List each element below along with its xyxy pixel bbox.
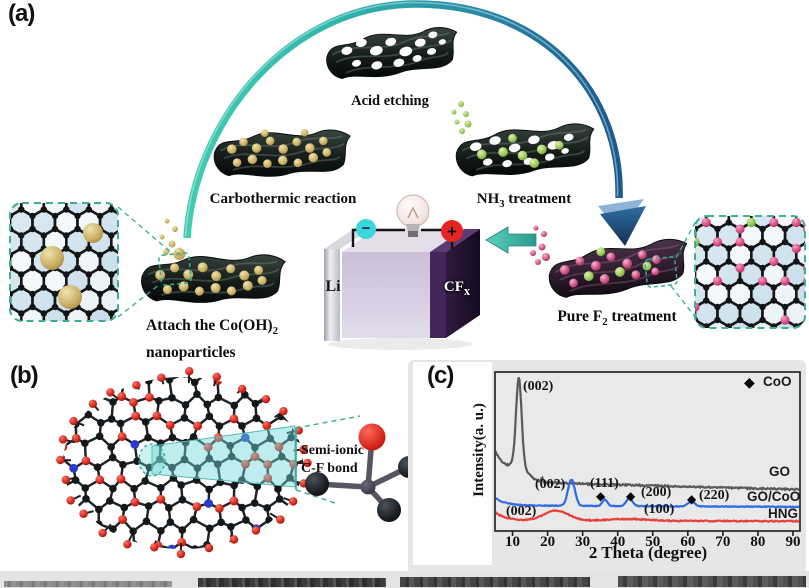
go-002-peak-label: (002): [523, 379, 554, 394]
coo-diamond-220-icon: ◆: [687, 492, 697, 506]
hng-002-peak-label: (002): [506, 504, 537, 519]
nanosheet-carbothermic: [213, 128, 351, 177]
nanosheet-pure-f2: [548, 238, 688, 298]
panel-a-illustration: [9, 0, 806, 350]
step-label-acid-etching: Acid etching: [351, 93, 429, 109]
light-bulb: [396, 194, 430, 237]
inset-right-border: [694, 215, 806, 329]
cropped-image-strip: [198, 578, 386, 587]
cf-bond-tetrahedron: [305, 423, 420, 522]
nanosheet-cooh2: [141, 248, 286, 303]
minus-terminal-sign: −: [361, 220, 371, 237]
x-tick-label: 90: [785, 534, 801, 550]
cathode-label-cfx: CFx: [443, 279, 471, 298]
inset-left-co-particles: [40, 223, 103, 309]
fluorine-atom: [358, 423, 386, 451]
xrd-curve-GO: [496, 377, 799, 492]
panel-c-white-margin: [413, 362, 492, 565]
gocoo-111-peak-label: (111): [590, 476, 619, 491]
x-tick-label: 60: [680, 534, 696, 550]
x-tick-label: 50: [645, 534, 661, 550]
panel-b-illustration: [56, 366, 420, 559]
series-label-gocoo: GO/CoO: [747, 489, 801, 504]
inset-connectors: [117, 206, 697, 319]
x-tick-label: 10: [505, 534, 521, 550]
x-tick-label: 80: [750, 534, 766, 550]
battery-cell: [324, 219, 480, 350]
x-axis-label: 2 Theta (degree): [588, 543, 708, 562]
carbon-center-atom: [360, 479, 376, 495]
legend-coo-diamond-icon: ◆: [744, 375, 755, 391]
arrow-f2-to-battery: [485, 226, 537, 254]
step-label-attach-cooh2: Attach the Co(OH)2 nanoparticles: [146, 317, 278, 362]
step-label-nh3-treatment: NH3 treatment: [476, 191, 572, 210]
coo-diamond-200-icon: ◆: [626, 489, 636, 503]
cropped-image-strip: [618, 576, 806, 587]
nanosheet-acid-etching: [326, 27, 458, 80]
inset-right-lattice: [695, 216, 805, 328]
xrd-curve-HNG: [496, 509, 799, 524]
step-label-pure-f2: Pure F2 treatment: [557, 308, 677, 329]
gocoo-200-peak-label: (200): [641, 485, 672, 500]
plus-terminal-sign: +: [447, 222, 457, 241]
anode-label-li: Li: [325, 278, 341, 295]
x-tick-label: 20: [540, 534, 556, 550]
series-label-go: GO: [769, 464, 791, 479]
zoom-beam: [138, 415, 361, 505]
cropped-image-strip: [4, 581, 172, 587]
inset-left-lattice: [10, 203, 118, 321]
process-arch-arrow: [183, 0, 646, 246]
x-tick-label: 30: [575, 534, 591, 550]
plus-terminal: [441, 220, 463, 242]
panel-c-label: (c): [427, 362, 454, 389]
callout-semi-ionic-line2: C-F bond: [301, 461, 358, 476]
y-axis-label: Intensity(a. u.): [471, 403, 487, 497]
nanosheet-nh3-treatment: [455, 123, 595, 177]
minus-terminal: [356, 219, 376, 239]
cropped-image-strip: [400, 577, 590, 587]
coo-diamond-111-icon: ◆: [596, 489, 606, 503]
hng-100-peak-label: (100): [644, 502, 675, 517]
gocoo-002-peak-label: (002): [535, 477, 566, 492]
series-label-hng: HNG: [768, 506, 798, 521]
xrd-curve-GOCoO: [496, 478, 799, 509]
gocoo-220-peak-label: (220): [699, 488, 730, 503]
inset-left-border: [9, 202, 119, 322]
callout-semi-ionic-line1: Semi-ionic: [301, 443, 364, 458]
x-tick-label: 70: [715, 534, 731, 550]
legend-coo-label: CoO: [763, 374, 792, 389]
x-tick-label: 40: [610, 534, 626, 550]
panel-a-label: (a): [8, 0, 35, 27]
step-label-carbothermic: Carbothermic reaction: [209, 191, 357, 207]
panel-b-label: (b): [10, 362, 39, 389]
xrd-chart: [494, 371, 801, 536]
